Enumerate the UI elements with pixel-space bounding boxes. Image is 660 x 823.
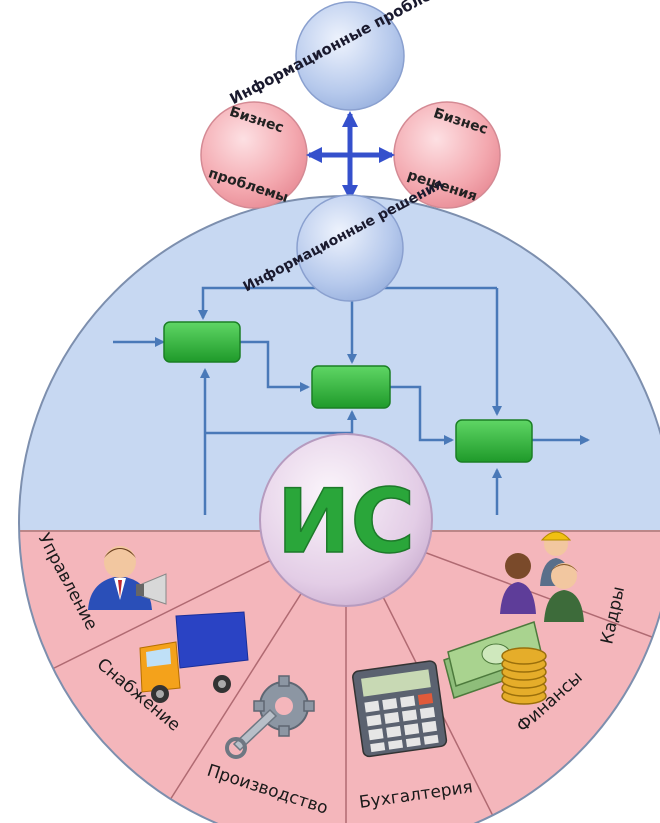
process-flow <box>113 286 590 515</box>
process-box-3 <box>455 419 533 463</box>
center-is-title: ИС <box>277 470 415 573</box>
truck-icon <box>139 611 249 703</box>
info-solutions-bubble <box>296 194 404 302</box>
manager-icon <box>88 546 167 610</box>
calculator-icon <box>352 660 448 758</box>
info-problems-bubble <box>295 1 405 111</box>
money-icon <box>443 621 547 705</box>
process-box-1 <box>163 321 241 363</box>
process-box-2 <box>311 365 391 409</box>
center-is-circle <box>259 433 433 607</box>
gear-wrench-icon <box>225 675 315 759</box>
cross-arrow-icon <box>306 111 395 201</box>
people-icon <box>500 531 584 622</box>
